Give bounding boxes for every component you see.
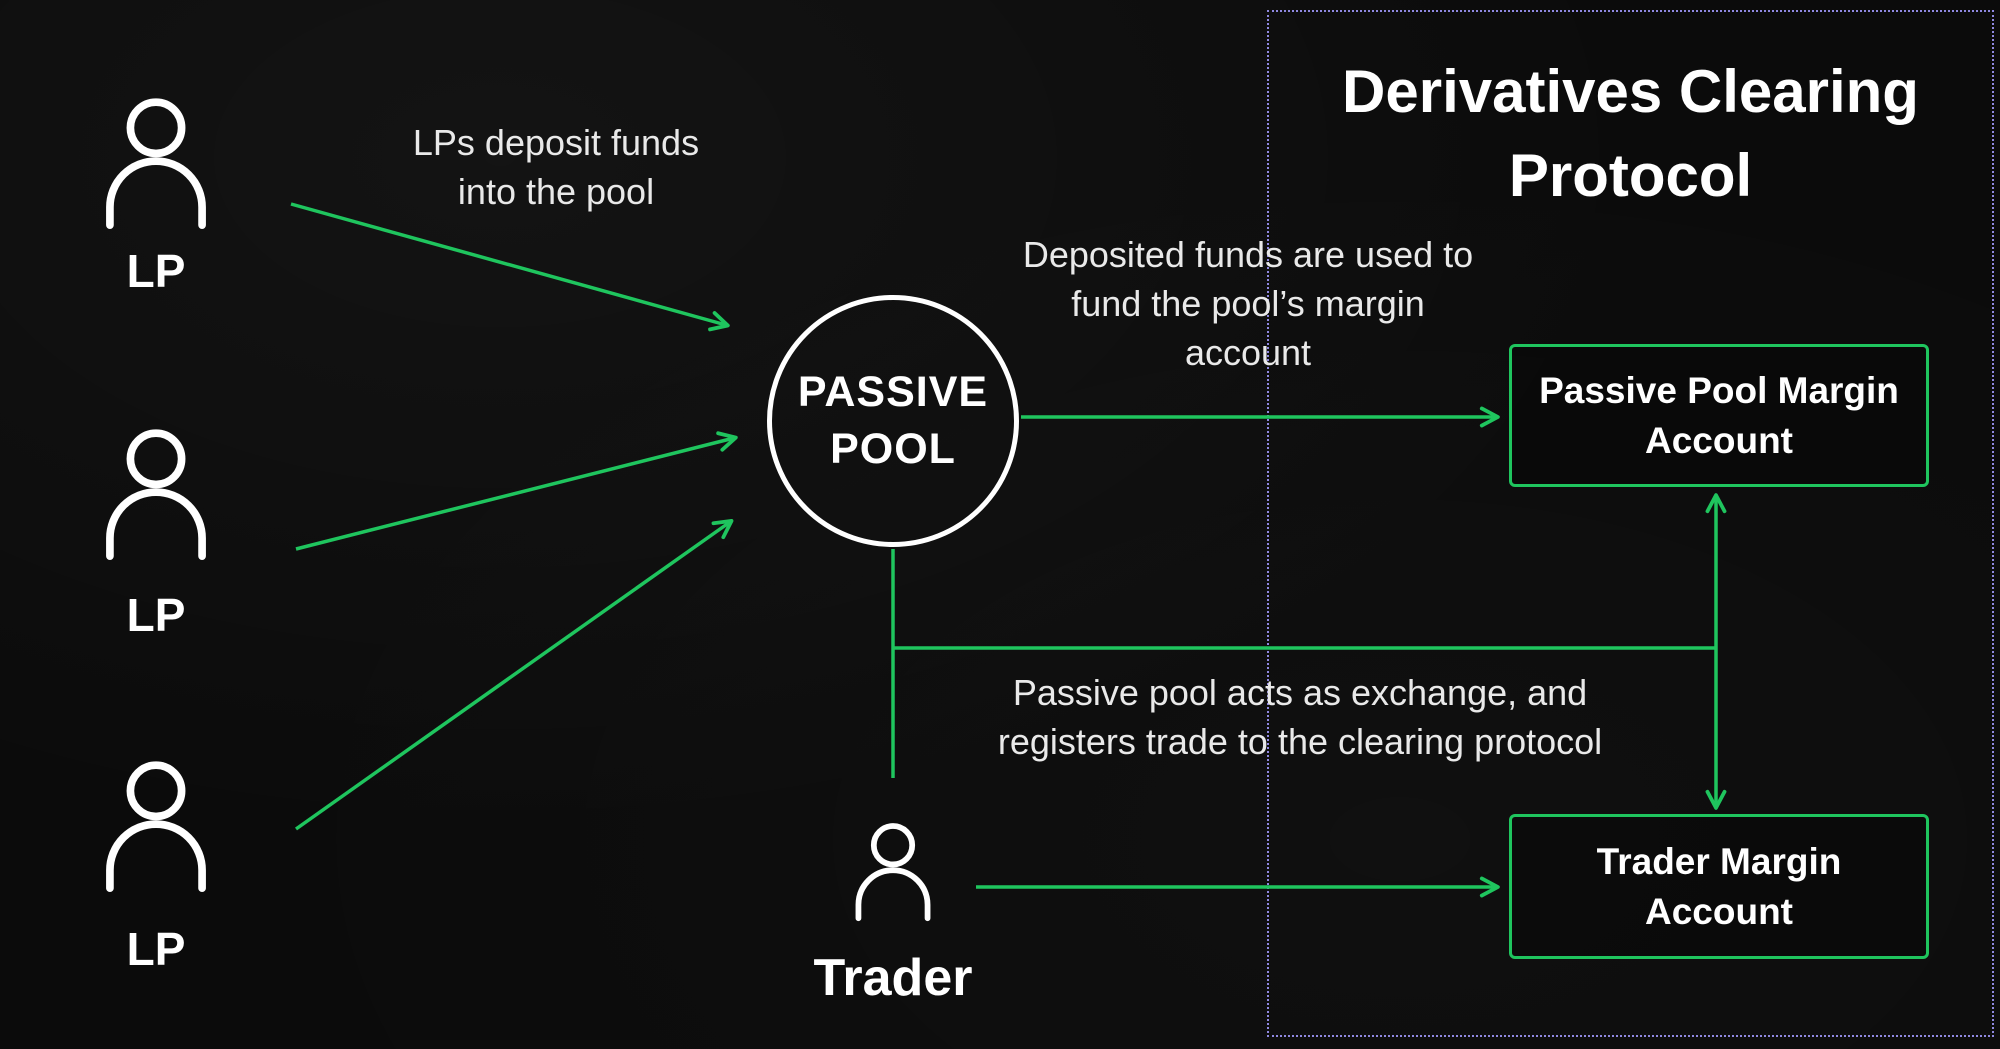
trader-person-icon [845, 822, 941, 928]
annotation-lp-deposit: LPs deposit funds into the pool [346, 118, 766, 216]
annotation-registers-trade: Passive pool acts as exchange, and regis… [940, 668, 1660, 766]
passive-pool-margin-account-box: Passive Pool Margin Account [1509, 344, 1929, 487]
passive-pool-line1: PASSIVE [797, 368, 989, 416]
annotation-lp-deposit-line2: into the pool [457, 171, 655, 212]
trader-margin-account-box: Trader Margin Account [1509, 814, 1929, 959]
annotation-lp-deposit-line1: LPs deposit funds [412, 122, 700, 163]
annotation-registers-trade-line2: registers trade to the clearing protocol [997, 721, 1603, 762]
lp3-label: LP [126, 923, 186, 975]
annotation-fund-margin-line1: Deposited funds are used to [1022, 234, 1474, 275]
annotation-fund-margin-line2: fund the pool’s margin [1071, 283, 1425, 324]
arrow-lp1-to-pool [290, 202, 730, 332]
passive-pool-node: PASSIVE POOL [767, 295, 1019, 547]
arrow-lp2-to-pool [295, 431, 738, 551]
lp3-person-icon [92, 760, 220, 901]
protocol-title-line1: Derivatives Clearing [1342, 58, 1919, 125]
lp2-person-icon [92, 428, 220, 569]
lp2-label: LP [126, 589, 186, 641]
trader-label: Trader [813, 949, 973, 1007]
protocol-title: Derivatives Clearing Protocol [1267, 50, 1994, 218]
ppma-line1: Passive Pool Margin [1539, 369, 1899, 411]
protocol-title-line2: Protocol [1508, 142, 1753, 209]
annotation-fund-margin-line3: account [1184, 332, 1312, 373]
derivatives-clearing-protocol-boundary [1267, 10, 1994, 1037]
lp1-label: LP [126, 245, 186, 297]
annotation-registers-trade-line1: Passive pool acts as exchange, and [1012, 672, 1588, 713]
tma-line1: Trader Margin [1596, 840, 1842, 882]
tma-line2: Account [1645, 890, 1793, 932]
lp1-person-icon [92, 97, 220, 238]
ppma-line2: Account [1645, 419, 1793, 461]
arrow-lp3-to-pool [294, 519, 734, 831]
annotation-fund-margin: Deposited funds are used to fund the poo… [988, 230, 1508, 377]
passive-pool-line2: POOL [830, 425, 956, 473]
